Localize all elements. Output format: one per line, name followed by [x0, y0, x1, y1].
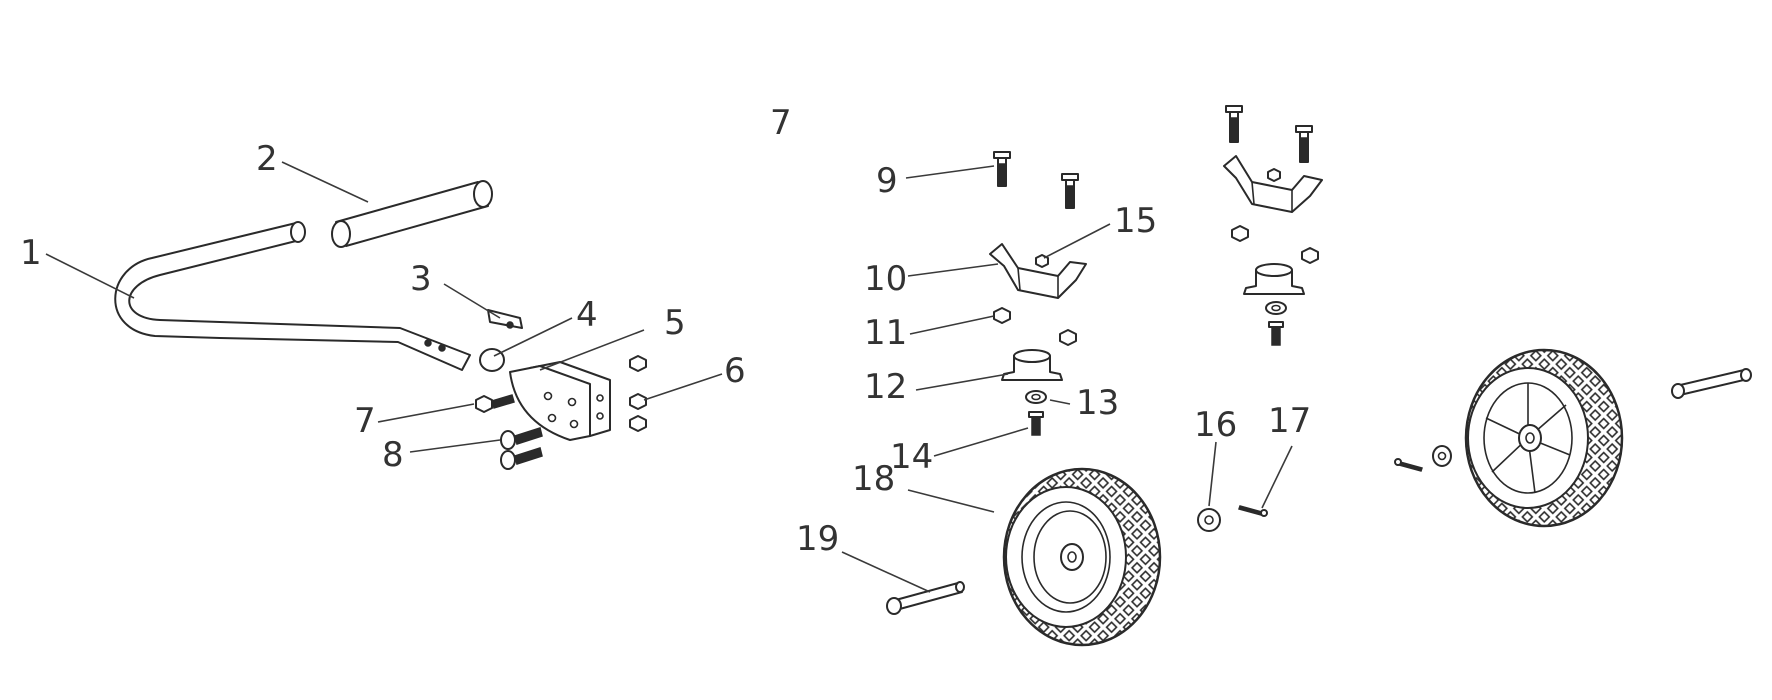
callout-13: 13	[1076, 383, 1119, 423]
axle-washer-rear	[1432, 445, 1452, 467]
callout-8: 8	[382, 435, 404, 475]
cotter-pin-front	[1238, 505, 1268, 517]
callout-11: 11	[864, 313, 907, 353]
callout-14: 14	[890, 437, 933, 477]
cotter-pin-rear	[1394, 458, 1423, 472]
callout-15: 15	[1114, 201, 1157, 241]
rubber-mount-bracket-rear	[1223, 155, 1323, 213]
lock-nuts-left	[629, 355, 647, 432]
axle-front	[886, 581, 965, 615]
mount-bolt-front	[1028, 411, 1044, 436]
callout-12: 12	[864, 367, 907, 407]
callout-1: 1	[20, 233, 42, 273]
callout-16: 16	[1194, 405, 1237, 445]
callout-10: 10	[864, 259, 907, 299]
handle-grip	[331, 180, 493, 248]
rubber-mount-bracket-front	[989, 243, 1087, 299]
hitch-pin-clip	[487, 309, 523, 329]
nuts-front	[993, 307, 1077, 346]
washer-front	[1025, 390, 1047, 404]
handle-bar	[114, 221, 471, 371]
mount-bolt-rear	[1268, 321, 1284, 346]
callout-7-top: 7	[770, 103, 792, 143]
callout-3: 3	[410, 259, 432, 299]
callout-6: 6	[724, 351, 746, 391]
nuts-rear	[1231, 225, 1319, 264]
callout-2: 2	[256, 139, 278, 179]
flange-bolts-front	[993, 151, 1079, 209]
callout-labels: 1 2 3 4 5 6 7 7 8 9 10 11 12 13 14 15 16…	[20, 103, 1311, 559]
callout-19: 19	[796, 519, 839, 559]
callout-9: 9	[876, 161, 898, 201]
leader-lines	[45, 161, 1293, 593]
hex-bolt-short	[475, 394, 515, 413]
carriage-bolts	[500, 427, 543, 470]
wheel-rear	[1464, 348, 1624, 528]
rubber-isolator-front	[1001, 349, 1063, 381]
callout-18: 18	[852, 459, 895, 499]
flange-bolts-rear	[1225, 105, 1313, 163]
wheel-front	[1002, 467, 1162, 647]
callout-17: 17	[1268, 401, 1311, 441]
callout-7-handle: 7	[354, 401, 376, 441]
mounting-bracket	[509, 361, 611, 441]
axle-washer-front	[1197, 508, 1221, 532]
axle-rear	[1671, 368, 1752, 399]
callout-4: 4	[576, 295, 598, 335]
rubber-isolator-rear	[1243, 263, 1305, 295]
washer-rear	[1265, 301, 1287, 315]
callout-5: 5	[664, 303, 686, 343]
